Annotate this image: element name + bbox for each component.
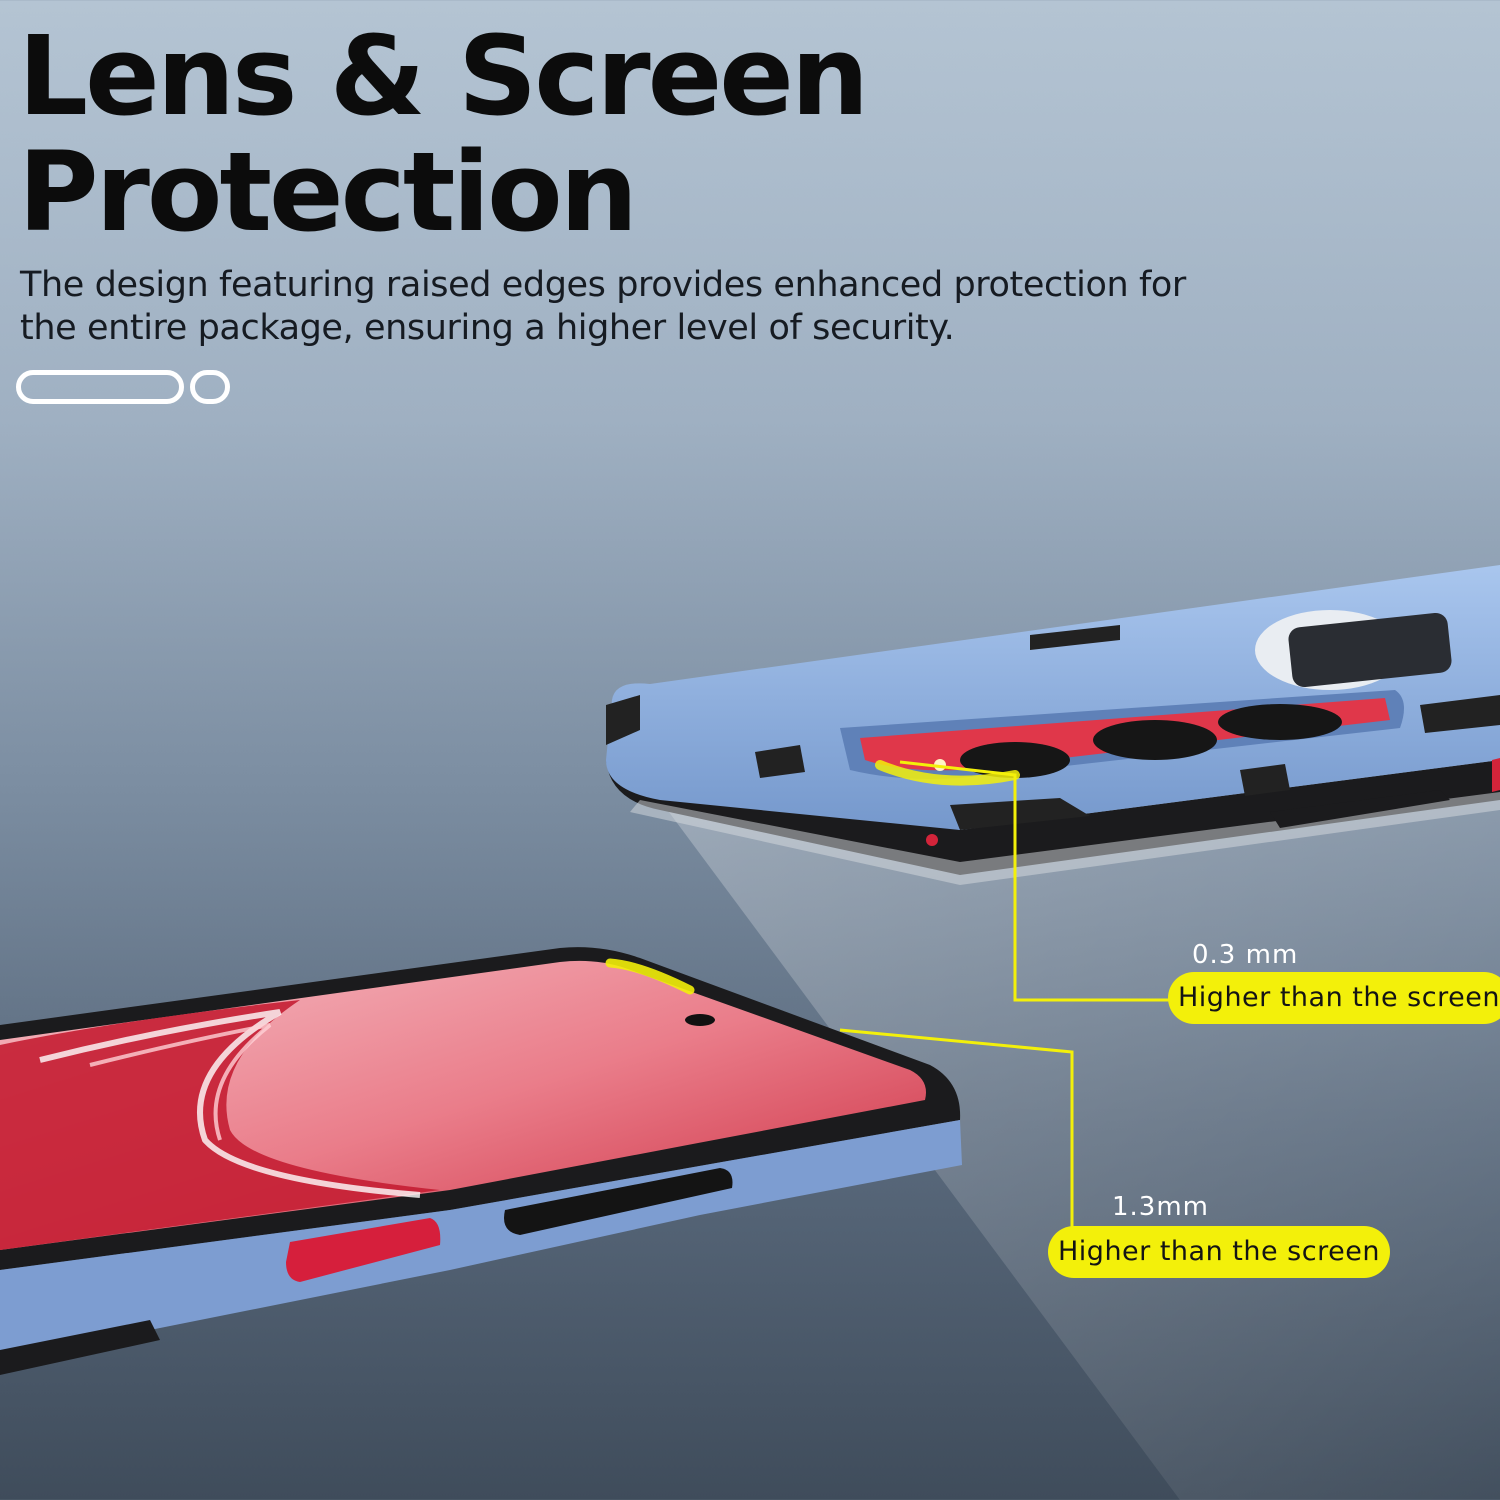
- camera-lens-icon: [1218, 704, 1342, 740]
- decorative-dot-shape: [190, 370, 230, 404]
- camera-lens-icon: [1093, 720, 1217, 760]
- subtitle-line-1: The design featuring raised edges provid…: [20, 265, 1186, 305]
- front-camera-icon: [685, 1014, 715, 1026]
- power-button-icon: [286, 1218, 441, 1282]
- callout-screen-value: 1.3mm: [1112, 1192, 1210, 1222]
- subtitle-line-2: the entire package, ensuring a higher le…: [20, 308, 955, 348]
- decorative-pill-shape: [16, 370, 184, 404]
- light-beam: [660, 700, 1500, 1500]
- headline-line-2: Protection: [18, 128, 638, 256]
- subtitle: The design featuring raised edges provid…: [20, 264, 1220, 350]
- phone-front-view: [0, 947, 962, 1375]
- headline-line-1: Lens & Screen: [18, 12, 869, 140]
- callout-lens-label: Higher than the screen: [1168, 972, 1500, 1024]
- phone-back-view: [606, 565, 1500, 885]
- callout-lens-value: 0.3 mm: [1192, 940, 1299, 970]
- camera-lens-icon: [960, 742, 1070, 778]
- volume-button-icon: [504, 1168, 733, 1235]
- callout-leader-line-top: [899, 760, 1170, 1002]
- callout-screen-label: Higher than the screen: [1048, 1226, 1390, 1278]
- headline: Lens & Screen Protection: [18, 18, 869, 250]
